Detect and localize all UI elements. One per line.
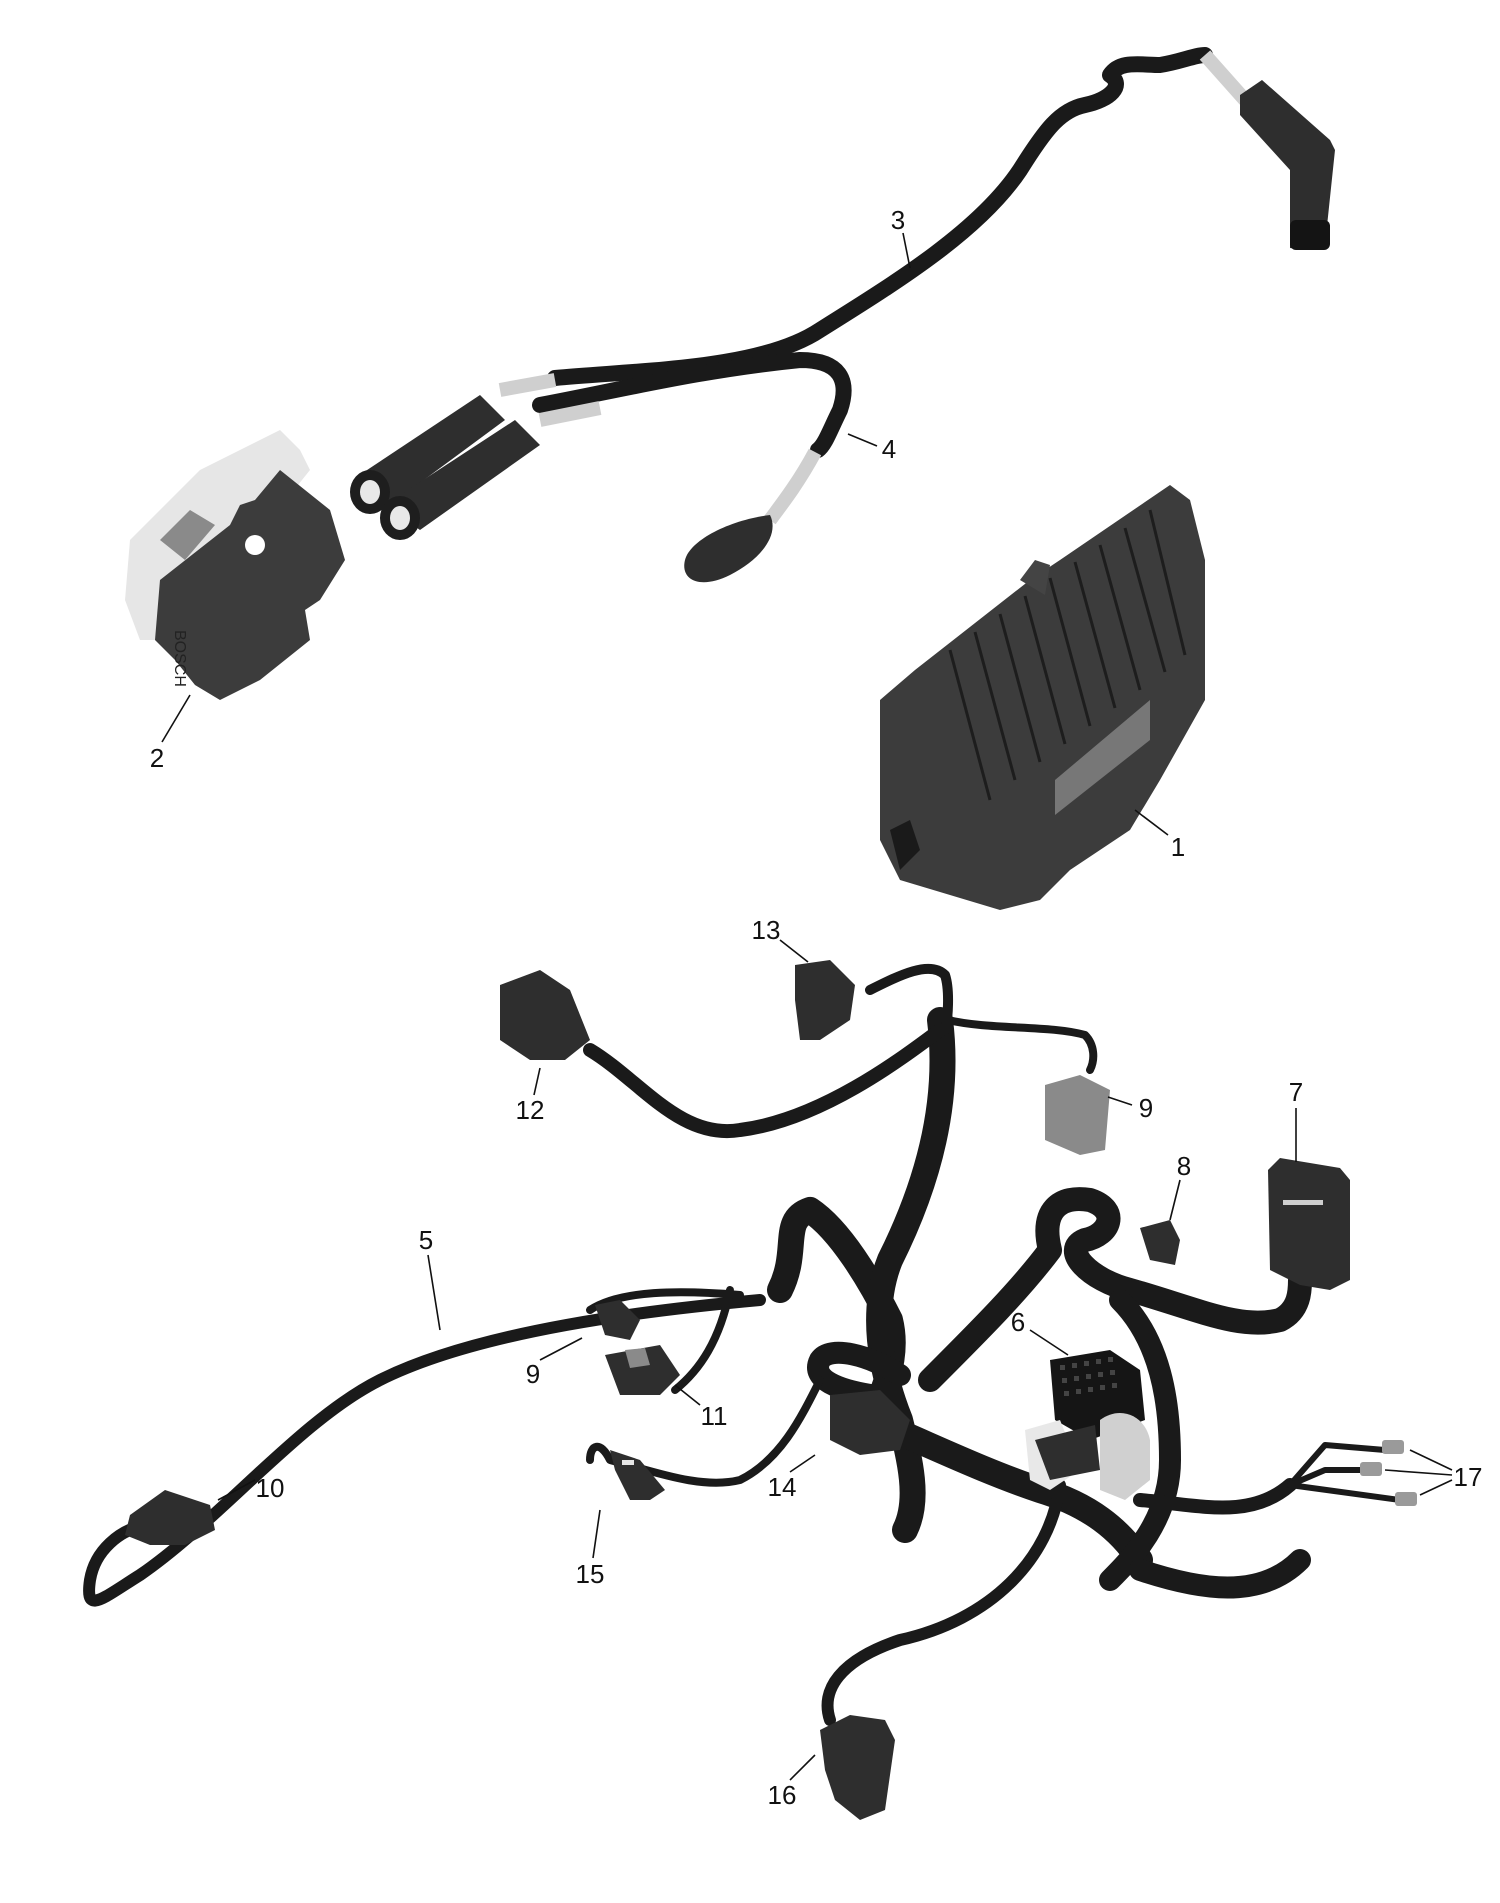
callout-2: 2: [149, 743, 165, 773]
callout-5: 5: [418, 1225, 434, 1255]
callout-11: 11: [700, 1401, 728, 1431]
ignition-coil: BOSCH: [125, 430, 345, 700]
callout-15: 15: [575, 1559, 605, 1589]
connector-13: [795, 960, 855, 1040]
terminal-ends-17: [1360, 1440, 1417, 1506]
connector-7: [1268, 1158, 1350, 1290]
cable-sleeve: [498, 373, 557, 397]
connector-11: [605, 1345, 680, 1395]
spark-plug-cable-short: [532, 352, 852, 583]
connector-9-upper: [1045, 1075, 1110, 1155]
callout-14: 14: [767, 1472, 797, 1502]
spark-plug-boots: [350, 395, 540, 540]
ecm-connector: [1025, 1350, 1150, 1500]
callout-13: 13: [751, 915, 781, 945]
callout-7: 7: [1288, 1077, 1304, 1107]
leader-lines: [161, 232, 1453, 1781]
connector-12: [500, 970, 590, 1060]
callout-9-lower: 9: [525, 1359, 541, 1389]
callout-10: 10: [255, 1473, 285, 1503]
callout-8: 8: [1176, 1151, 1192, 1181]
connector-16: [820, 1715, 895, 1820]
connector-10: [125, 1490, 215, 1545]
callout-3: 3: [890, 205, 906, 235]
callout-4: 4: [881, 434, 897, 464]
callout-12: 12: [515, 1095, 545, 1125]
callout-6: 6: [1010, 1307, 1026, 1337]
callout-17: 17: [1453, 1462, 1483, 1492]
engine-control-module: [880, 485, 1205, 910]
connector-14: [830, 1390, 910, 1455]
spark-plug-cable-long: [547, 47, 1335, 386]
callout-1: 1: [1170, 832, 1186, 862]
main-wiring-harness: [83, 963, 1403, 1726]
coil-brand-text: BOSCH: [171, 630, 188, 687]
cable-sleeve: [538, 401, 602, 427]
callout-16: 16: [767, 1780, 797, 1810]
callout-9-upper: 9: [1138, 1093, 1154, 1123]
sensor-connector-15: [610, 1450, 665, 1500]
connector-11-seal: [625, 1348, 650, 1368]
connector-8: [1140, 1220, 1180, 1265]
connector-9-lower: [595, 1300, 640, 1340]
